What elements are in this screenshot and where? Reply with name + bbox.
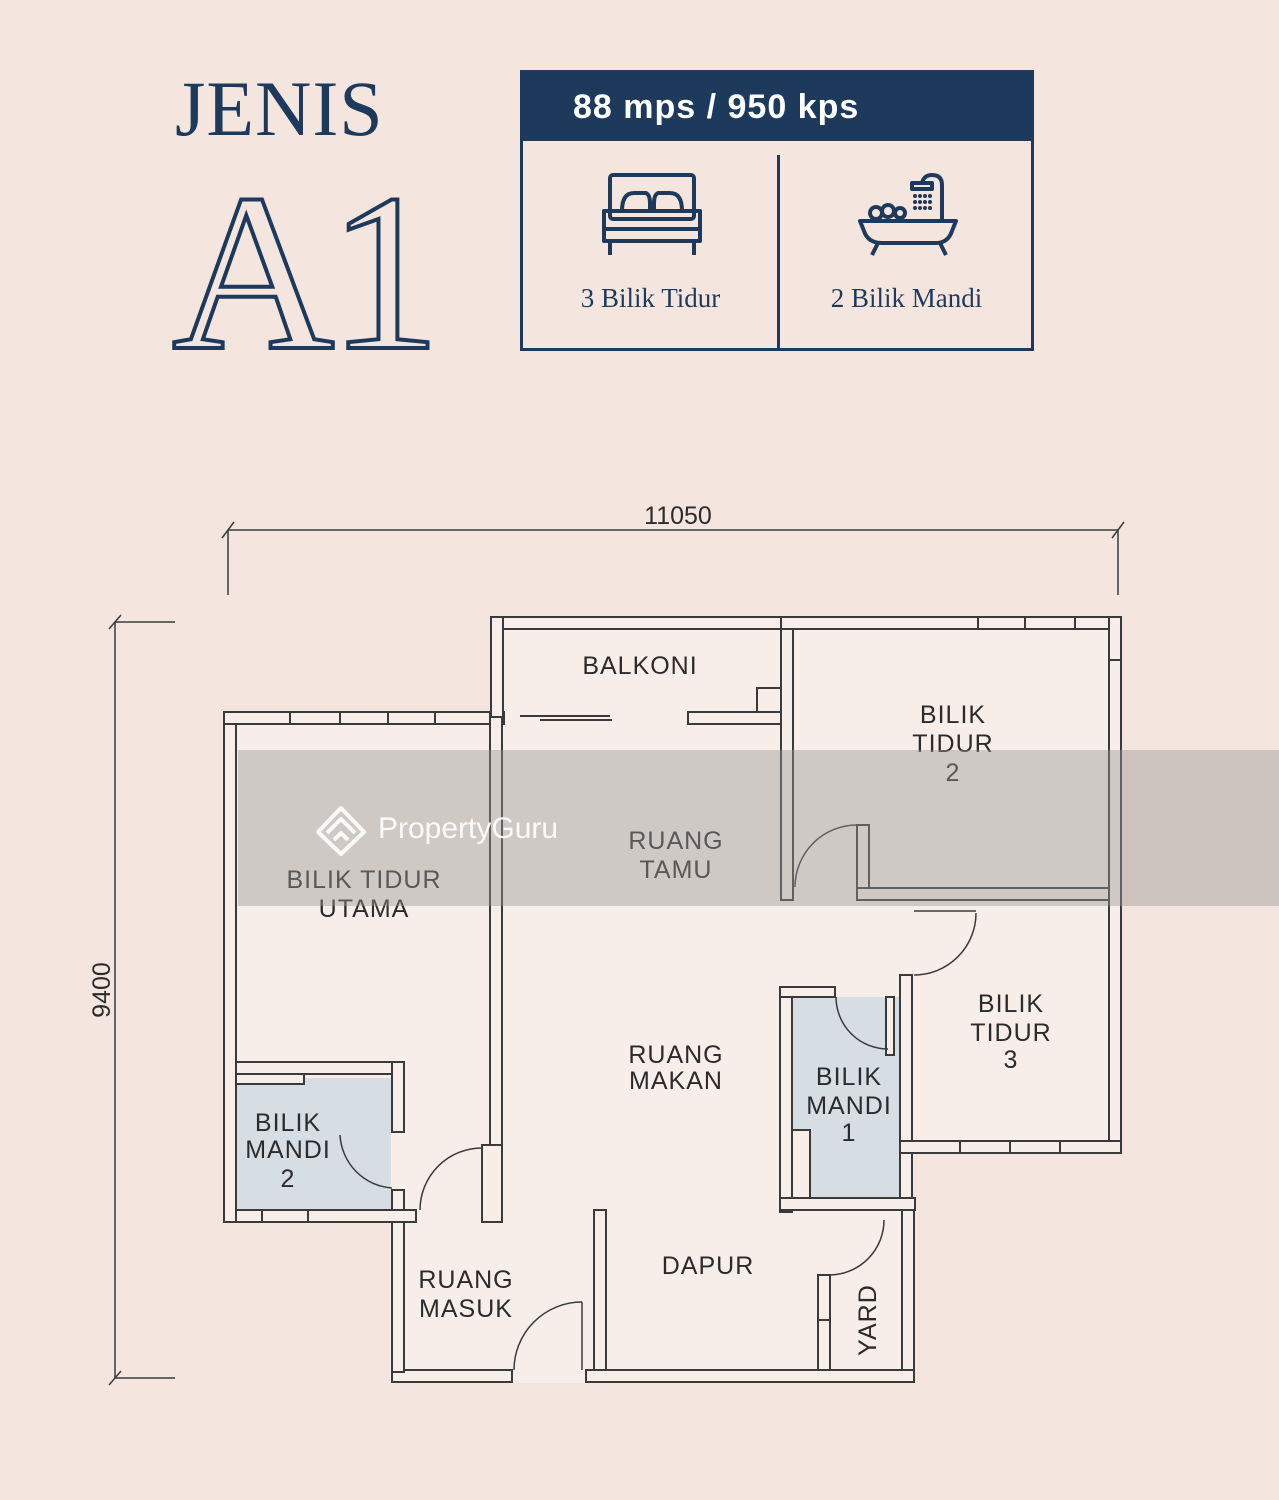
bathtub-icon bbox=[858, 173, 958, 256]
room-ruang-makan-line2: MAKAN bbox=[629, 1067, 723, 1095]
room-bilik-tidur-3-line1: BILIK bbox=[978, 990, 1044, 1018]
bed-icon bbox=[602, 173, 702, 255]
bedroom-count: 3 Bilik Tidur bbox=[580, 283, 721, 313]
room-balkoni: BALKONI bbox=[582, 652, 697, 680]
room-bilik-mandi-1-line1: BILIK bbox=[816, 1063, 882, 1091]
room-bilik-tidur-utama-line2: UTAMA bbox=[319, 895, 410, 923]
bathroom-spec: 2 Bilik Mandi bbox=[779, 141, 1034, 348]
room-bilik-tidur-2-line2: TIDUR bbox=[912, 730, 993, 758]
door-swings bbox=[339, 824, 977, 1371]
room-bilik-tidur-utama-line1: BILIK TIDUR bbox=[286, 866, 441, 894]
room-bilik-mandi-2-line1: BILIK bbox=[255, 1109, 321, 1137]
room-yard: YARD bbox=[854, 1284, 882, 1356]
room-ruang-tamu-line1: RUANG bbox=[628, 827, 723, 855]
bedroom-spec: 3 Bilik Tidur bbox=[523, 141, 778, 348]
room-ruang-masuk-line2: MASUK bbox=[419, 1295, 513, 1323]
watermark-text: PropertyGuru bbox=[378, 812, 559, 845]
propertyguru-logo-icon bbox=[316, 806, 366, 856]
room-bilik-tidur-3-line3: 3 bbox=[1004, 1046, 1019, 1074]
room-ruang-masuk-line1: RUANG bbox=[418, 1266, 513, 1294]
spec-divider bbox=[777, 155, 780, 351]
watermark: PropertyGuru bbox=[312, 800, 558, 858]
unit-size: 88 mps / 950 kps bbox=[523, 73, 1031, 141]
room-bilik-tidur-2-line3: 2 bbox=[946, 759, 961, 787]
type-label: JENIS bbox=[175, 65, 384, 152]
room-bilik-mandi-1-line2: MANDI bbox=[806, 1092, 892, 1120]
room-labels: BALKONI BILIK TIDUR 2 RUANG TAMU BILIK T… bbox=[245, 652, 1051, 1356]
bathroom-2-floor bbox=[236, 1078, 391, 1212]
spec-box: 88 mps / 950 kps 3 Bilik Tidur bbox=[520, 70, 1034, 351]
room-bilik-mandi-1-line3: 1 bbox=[842, 1119, 857, 1147]
room-bilik-mandi-2-line3: 2 bbox=[281, 1165, 296, 1193]
height-dimension: 9400 bbox=[88, 962, 116, 1018]
room-ruang-tamu-line2: TAMU bbox=[640, 856, 713, 884]
room-bilik-mandi-2-line2: MANDI bbox=[245, 1136, 331, 1164]
walls bbox=[223, 616, 1122, 1383]
room-bilik-tidur-3-line2: TIDUR bbox=[970, 1019, 1051, 1047]
watermark-band bbox=[238, 750, 1279, 906]
unit-type-code: A1 bbox=[170, 147, 443, 397]
bathroom-count: 2 Bilik Mandi bbox=[830, 283, 983, 313]
room-bilik-tidur-2-line1: BILIK bbox=[920, 701, 986, 729]
dimension-lines bbox=[108, 521, 1125, 1386]
room-dapur: DAPUR bbox=[662, 1252, 755, 1280]
width-dimension: 11050 bbox=[644, 502, 712, 530]
room-ruang-makan-line1: RUANG bbox=[628, 1041, 723, 1069]
